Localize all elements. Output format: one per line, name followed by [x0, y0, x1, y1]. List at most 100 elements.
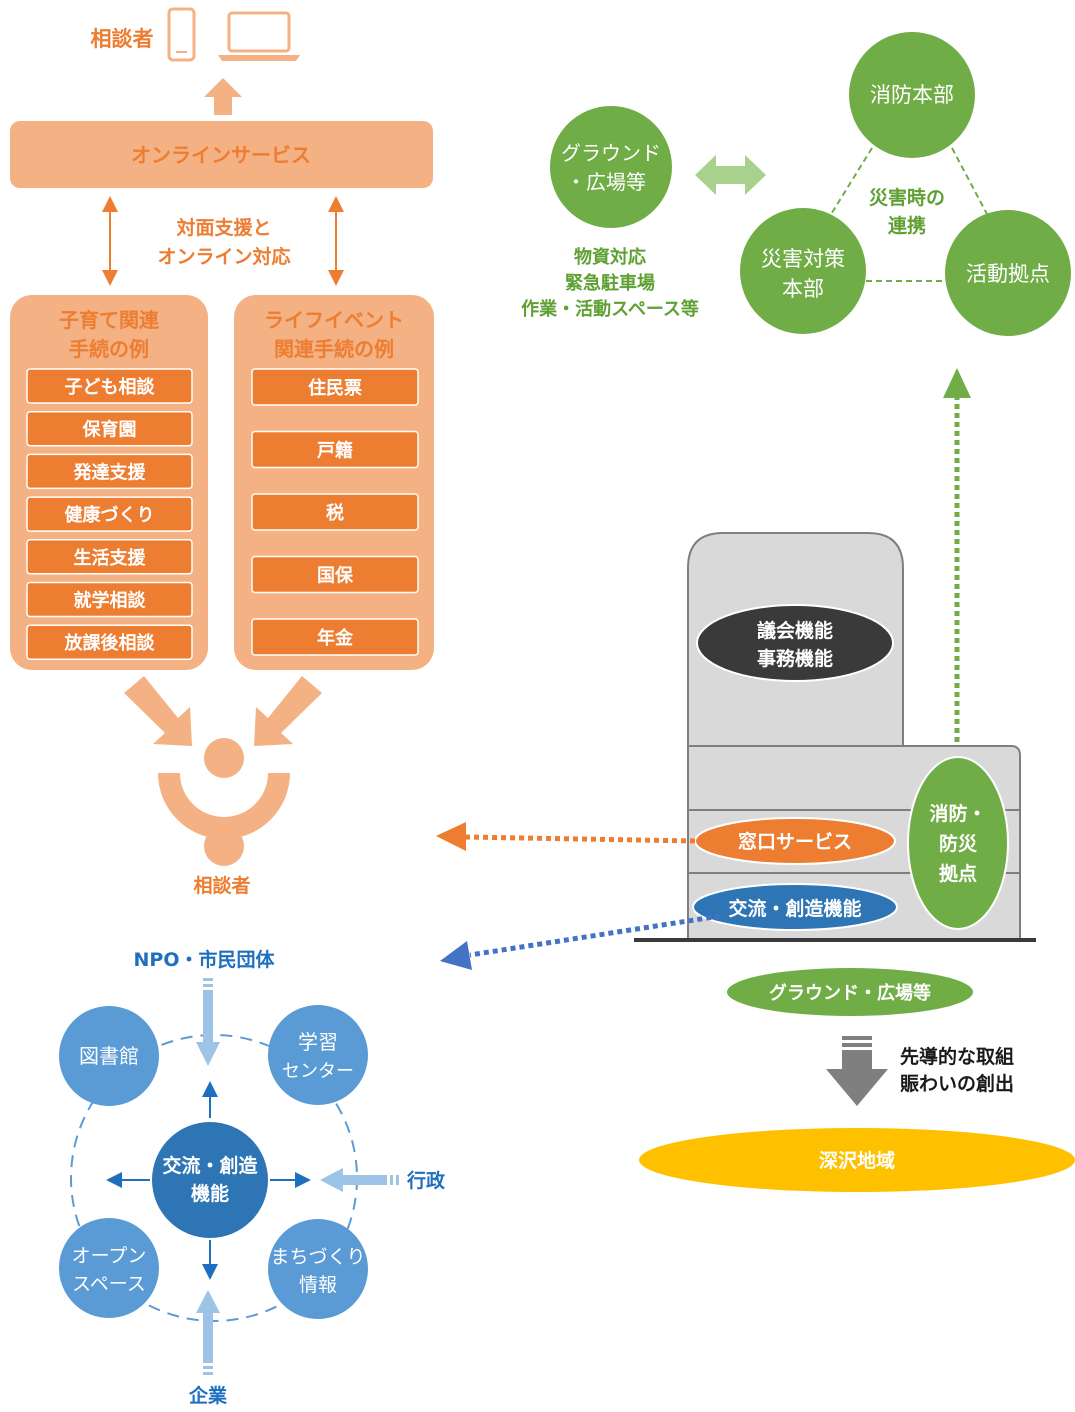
- ground-label-2: ・広場等: [566, 170, 646, 194]
- learning-center-label-1: 学習: [298, 1030, 338, 1054]
- link-fire-disaster: [829, 147, 873, 217]
- fukasawa-area-label: 深沢地域: [819, 1149, 895, 1172]
- exchange-center-circle: [152, 1122, 268, 1238]
- lifeevent-title-2: 関連手続の例: [274, 337, 394, 361]
- childcare-item-label: 生活支援: [74, 547, 147, 569]
- ground-plaza-label: グラウンド・広場等: [769, 982, 931, 1004]
- lifeevent-item-label: 税: [326, 502, 344, 524]
- ground-use-2: 緊急駐車場: [565, 272, 655, 294]
- childcare-box-6: [26, 581, 193, 618]
- childcare-title-1: 子育て関連: [59, 308, 160, 332]
- council-label-2: 事務機能: [757, 647, 833, 670]
- lifeevent-title-1: ライフイベント: [264, 308, 404, 332]
- person-icon: [158, 738, 290, 866]
- lifeevent-box-4: [251, 555, 419, 594]
- support-label-1: 対面支援と: [175, 216, 271, 239]
- lifeevent-box-3: [251, 493, 419, 531]
- open-space-label-1: オープン: [72, 1245, 147, 1267]
- down-arrow-icon: [826, 1036, 888, 1106]
- lifeevent-item-label: 国保: [317, 565, 354, 587]
- learning-center-label-2: センター: [282, 1061, 354, 1082]
- fukasawa-area-ellipse: [639, 1128, 1075, 1192]
- fire-base-label-1: 消防・: [929, 802, 986, 825]
- open-space-label-2: スペース: [72, 1273, 146, 1295]
- childcare-item-label: 放課後相談: [64, 632, 156, 654]
- green-up-arrowhead-icon: [943, 368, 971, 398]
- company-label: 企業: [188, 1384, 228, 1407]
- childcare-box-5: [26, 539, 193, 575]
- ground-circle: [550, 106, 672, 228]
- ground-use-3: 作業・活動スペース等: [521, 298, 699, 320]
- orange-left-arrowhead-icon: [436, 822, 466, 851]
- childcare-box-3: [26, 453, 193, 490]
- lifeevent-item-label: 戸籍: [317, 440, 353, 462]
- online-service-label: オンラインサービス: [131, 143, 311, 167]
- phone-icon: [167, 7, 196, 62]
- lifeevent-item-label: 年金: [317, 627, 354, 649]
- leading-label-2: 賑わいの創出: [900, 1072, 1014, 1095]
- childcare-box-4: [26, 496, 193, 532]
- disaster-hq-circle: [740, 208, 866, 334]
- lifeevent-box-5: [251, 618, 419, 656]
- lifeevent-item-label: 住民票: [308, 377, 362, 399]
- company-inbound-arrow-icon: [196, 1290, 220, 1375]
- childcare-box-2: [26, 410, 193, 447]
- gov-inbound-arrow-icon: [320, 1168, 399, 1192]
- town-info-circle: [268, 1219, 368, 1319]
- learning-center-circle: [268, 1005, 368, 1105]
- childcare-title-2: 手続の例: [69, 337, 149, 361]
- blue-dotted-line: [469, 913, 721, 958]
- council-label-1: 議会機能: [757, 619, 833, 642]
- fire-hq-label: 消防本部: [870, 83, 954, 107]
- town-info-label-1: まちづくり: [270, 1246, 365, 1268]
- leading-label-1: 先導的な取組: [900, 1045, 1014, 1068]
- orange-dotted-line: [465, 834, 696, 844]
- childcare-item-label: 就学相談: [74, 590, 147, 612]
- cooperation-label-1: 災害時の: [869, 186, 945, 209]
- childcare-item-label: 健康づくり: [65, 504, 155, 526]
- exchange-ellipse: [692, 883, 898, 931]
- lifeevent-box-2: [251, 430, 419, 469]
- activity-base-label: 活動拠点: [966, 262, 1050, 286]
- converge-arrow-right: [254, 676, 322, 746]
- childcare-item-label: 子ども相談: [65, 376, 156, 398]
- link-fire-activity: [951, 147, 989, 217]
- laptop-icon: [218, 11, 300, 61]
- fire-base-ellipse: [907, 756, 1009, 930]
- council-ellipse: [696, 604, 894, 682]
- fire-base-label-2: 防災: [939, 832, 978, 855]
- converge-arrow-left: [124, 676, 192, 746]
- ground-label-1: グラウンド: [561, 141, 661, 165]
- disaster-hq-label-2: 本部: [782, 277, 824, 301]
- fire-hq-circle: [849, 32, 975, 158]
- lifeevent-box-1: [251, 368, 419, 406]
- consultant-top-label: 相談者: [91, 27, 154, 51]
- library-circle: [59, 1006, 159, 1106]
- fire-base-label-3: 拠点: [939, 862, 977, 885]
- exchange-label: 交流・創造機能: [728, 897, 861, 920]
- support-label-2: オンライン対応: [157, 245, 290, 268]
- activity-base-circle: [945, 210, 1071, 336]
- gov-label: 行政: [406, 1169, 446, 1192]
- window-service-label: 窓口サービス: [738, 830, 852, 853]
- disaster-hq-label-1: 災害対策: [761, 247, 845, 271]
- ground-use-1: 物資対応: [574, 246, 646, 268]
- exchange-center-label-1: 交流・創造: [162, 1154, 258, 1177]
- double-arrow-green-icon: [695, 155, 766, 195]
- up-arrow-icon: [204, 78, 242, 115]
- childcare-box-1: [26, 368, 193, 404]
- npo-inbound-arrow-icon: [196, 978, 220, 1066]
- exchange-center-label-2: 機能: [191, 1182, 229, 1205]
- childcare-box-7: [26, 624, 193, 660]
- town-info-label-2: 情報: [299, 1274, 337, 1296]
- open-space-circle: [59, 1218, 159, 1318]
- blue-left-arrowhead-icon: [440, 941, 472, 970]
- library-label: 図書館: [79, 1044, 139, 1068]
- cooperation-label-2: 連携: [888, 214, 926, 237]
- childcare-item-label: 保育園: [82, 419, 137, 441]
- childcare-item-label: 発達支援: [73, 461, 147, 483]
- online-service-bar: [10, 121, 433, 188]
